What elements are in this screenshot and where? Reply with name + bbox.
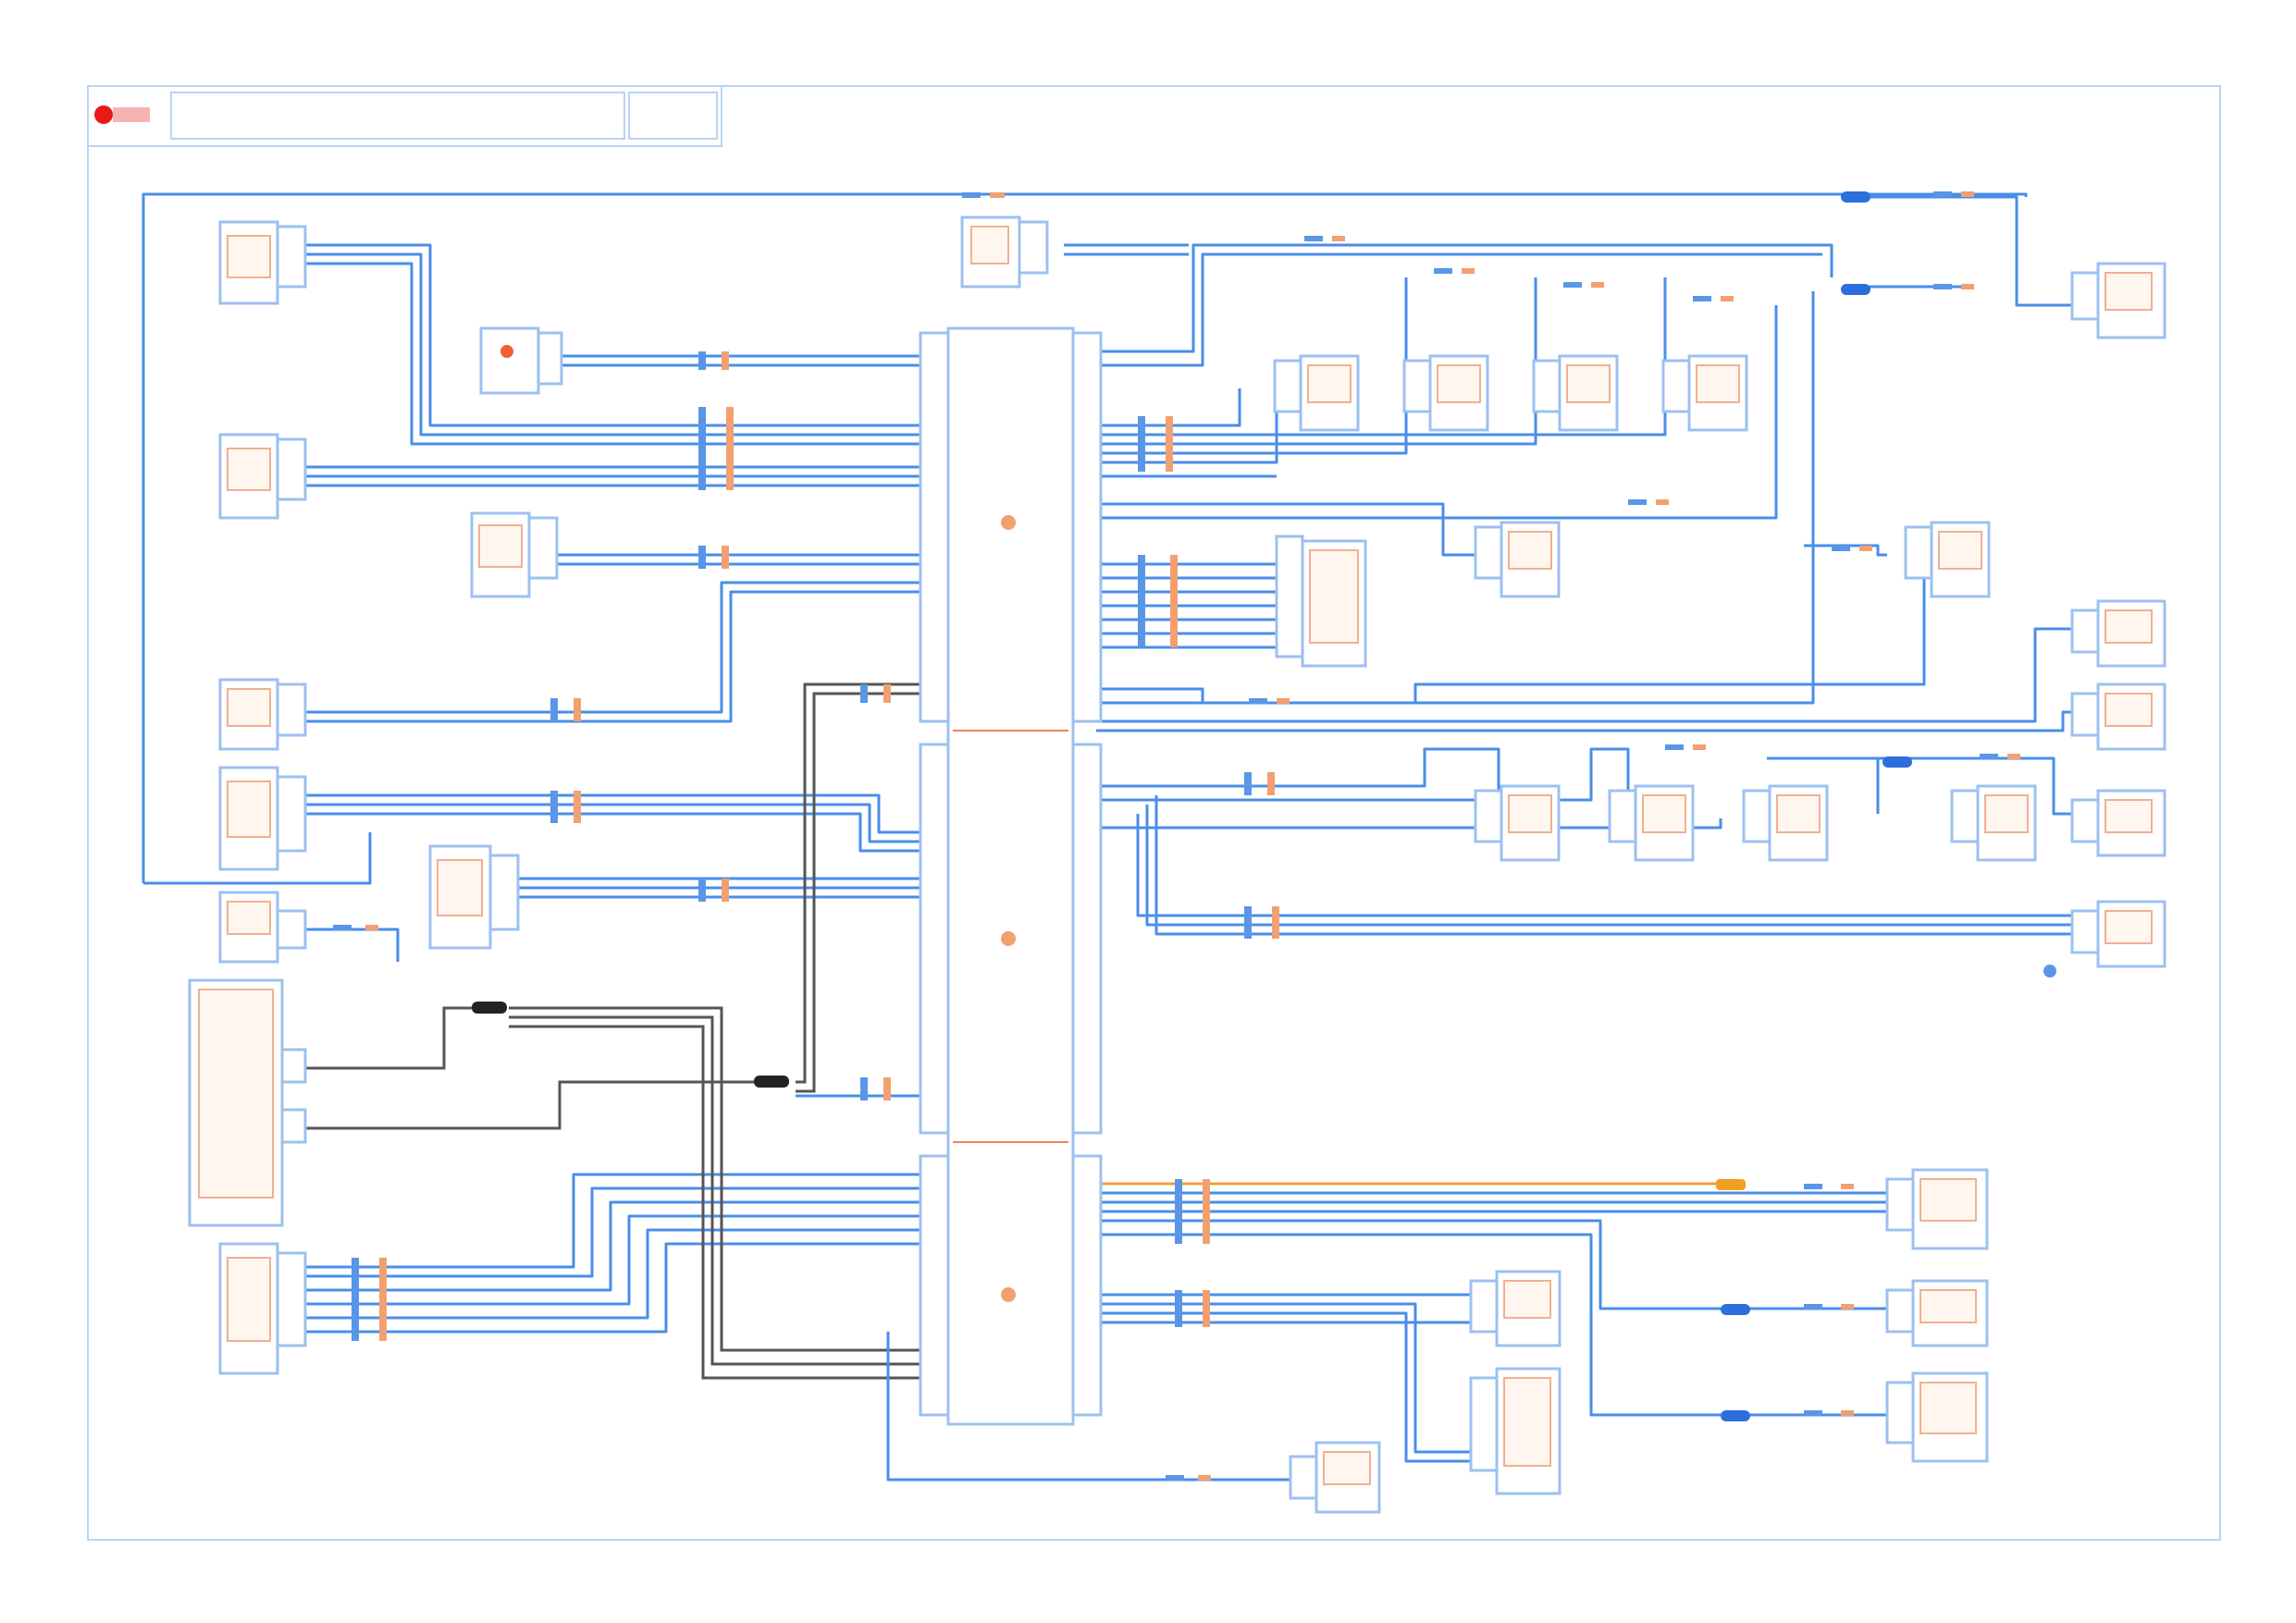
connector-icon: [1275, 535, 1304, 658]
connector-icon: [1950, 789, 1980, 843]
splice-icon: [1882, 756, 1912, 768]
connector-icon: [1661, 359, 1691, 413]
component-box: [1904, 521, 1991, 598]
connector-icon: [2070, 271, 2100, 321]
connector-icon: [276, 682, 307, 737]
splice-icon: [1721, 1304, 1750, 1315]
connector-icon: [276, 225, 307, 289]
connector-icon: [280, 1108, 307, 1144]
component-box: [1885, 1279, 1989, 1347]
connector-icon: [527, 516, 559, 580]
splice-icon: [1841, 284, 1870, 295]
component-box: [428, 844, 520, 950]
connector-icon: [2070, 609, 2100, 654]
connector-icon: [919, 743, 950, 1135]
connector-icon: [1608, 789, 1637, 843]
component-box: [2070, 262, 2166, 339]
splice-icon: [1721, 1410, 1750, 1421]
connector-icon: [1532, 359, 1562, 413]
component-box: [1402, 354, 1489, 432]
connector-icon: [280, 1048, 307, 1084]
connector-icon: [1904, 525, 1933, 580]
ground-icon: [2043, 965, 2056, 977]
connector-icon: [1885, 1177, 1915, 1232]
connector-icon: [1018, 220, 1049, 275]
connector-icon: [919, 331, 950, 723]
connector-icon: [1469, 1376, 1499, 1472]
title-block: [87, 85, 722, 147]
ecu-body: [946, 326, 1075, 1426]
connector-icon: [1474, 789, 1503, 843]
central-ecu: [919, 326, 1103, 1426]
connector-icon: [1885, 1381, 1915, 1445]
component-box: [1885, 1168, 1989, 1250]
connector-icon: [2070, 909, 2100, 954]
component-box: [470, 511, 559, 598]
connector-icon: [276, 1251, 307, 1347]
splice-icon: [472, 1002, 507, 1014]
component-box: [1474, 521, 1561, 598]
connector-icon: [1071, 743, 1103, 1135]
connector-icon: [1289, 1455, 1318, 1500]
warning-flag-icon: [94, 105, 113, 124]
component-box: [218, 891, 307, 964]
component-box: [479, 326, 563, 395]
connector-icon: [2070, 798, 2100, 843]
component-box: [2070, 789, 2166, 857]
component-box: [218, 220, 307, 305]
component-box: [1275, 535, 1367, 668]
diagram-frame: [87, 85, 2221, 1541]
component-box: [1608, 784, 1695, 862]
splice-icon: [1841, 191, 1870, 203]
component-box: [1289, 1441, 1381, 1514]
connector-icon: [537, 331, 563, 386]
connector-icon: [488, 854, 520, 931]
connector-icon: [276, 437, 307, 501]
component-box: [1950, 784, 2037, 862]
connector-icon: [1469, 1279, 1499, 1334]
component-box: [1661, 354, 1748, 432]
component-box: [1885, 1371, 1989, 1463]
connector-icon: [1071, 331, 1103, 723]
component-box: [1474, 784, 1561, 862]
connector-icon: [1402, 359, 1432, 413]
connector-icon: [919, 1154, 950, 1417]
component-box: [218, 1242, 307, 1375]
component-box: [1742, 784, 1829, 862]
component-box: [1469, 1270, 1562, 1347]
component-box: [1532, 354, 1619, 432]
component-box: [2070, 599, 2166, 668]
splice-markers: [472, 191, 2056, 1421]
wire-harness: [142, 192, 2072, 1482]
component-box: [1273, 354, 1360, 432]
component-box: [1469, 1367, 1562, 1495]
component-box: [2070, 682, 2166, 751]
connector-icon: [1742, 789, 1771, 843]
connector-icon: [1273, 359, 1302, 413]
splice-icon: [754, 1076, 789, 1088]
connector-icon: [276, 775, 307, 853]
component-box: [218, 433, 307, 520]
connector-icon: [2070, 692, 2100, 737]
component-box: [218, 678, 307, 751]
wire-tags: [333, 191, 2020, 1481]
component-box: [188, 978, 307, 1227]
splice-icon: [1716, 1179, 1746, 1190]
components: [188, 215, 2166, 1514]
component-box: [2070, 900, 2166, 968]
connector-icon: [1474, 525, 1503, 580]
connector-icon: [1885, 1288, 1915, 1334]
component-box: [960, 215, 1049, 289]
connector-icon: [276, 909, 307, 950]
component-box: [218, 766, 307, 871]
connector-icon: [1071, 1154, 1103, 1417]
